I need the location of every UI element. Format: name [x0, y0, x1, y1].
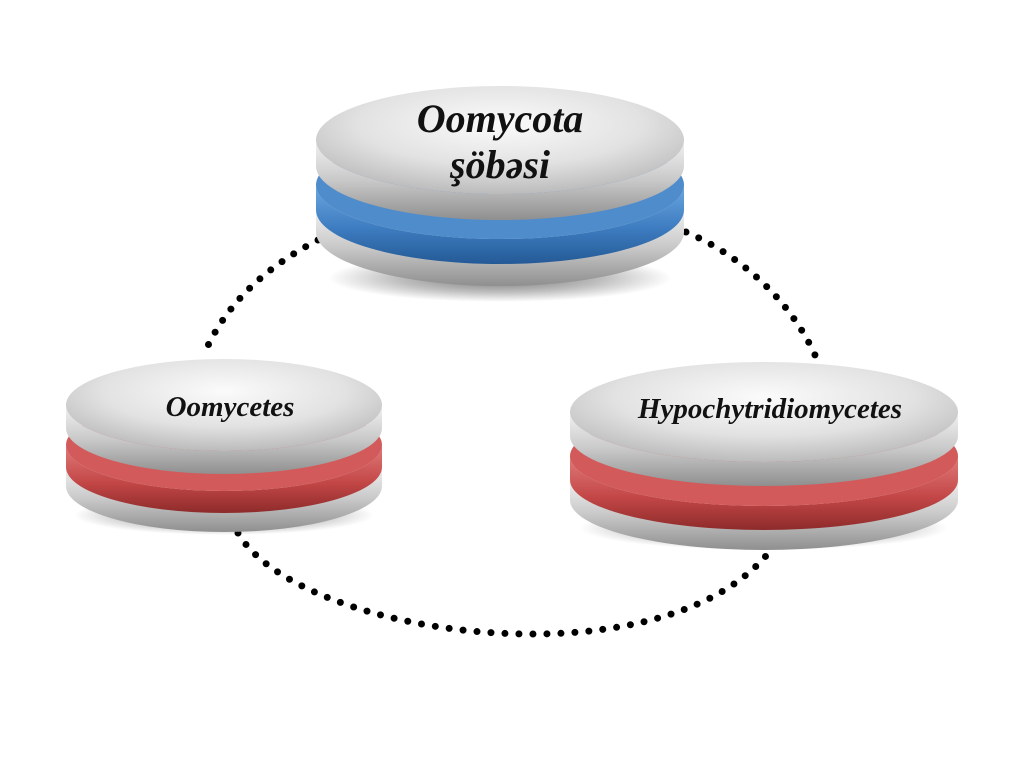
disc-top-face [66, 359, 382, 451]
connector-lines [201, 228, 819, 638]
disc-layer [316, 208, 684, 286]
node-label-oomycota: Oomycota şöbəsi [360, 96, 640, 188]
node-label-line: şöbəsi [450, 142, 550, 187]
node-label-line: Oomycota [416, 96, 584, 141]
disc-top-face [570, 362, 958, 462]
node-label-oomycetes: Oomycetes [165, 391, 295, 423]
disc-layer [66, 405, 382, 474]
disc-top-face [316, 86, 684, 194]
disc-band-blue [316, 185, 684, 264]
connector-top-left [201, 236, 322, 356]
disc-layer [316, 140, 684, 220]
connector-top-right [682, 228, 819, 359]
disc-layer [570, 412, 958, 486]
disc-stack-right [570, 362, 958, 550]
disc-layer [66, 465, 382, 532]
node-label-hypochytridiomycetes: Hypochytridiomycetes [637, 393, 903, 425]
disc-band-red [66, 445, 382, 513]
disc-stack-left [66, 359, 382, 535]
connector-bottom [234, 529, 782, 638]
disc-layer [570, 478, 958, 550]
disc-band-red [570, 456, 958, 530]
disc-stack-top [316, 86, 684, 302]
